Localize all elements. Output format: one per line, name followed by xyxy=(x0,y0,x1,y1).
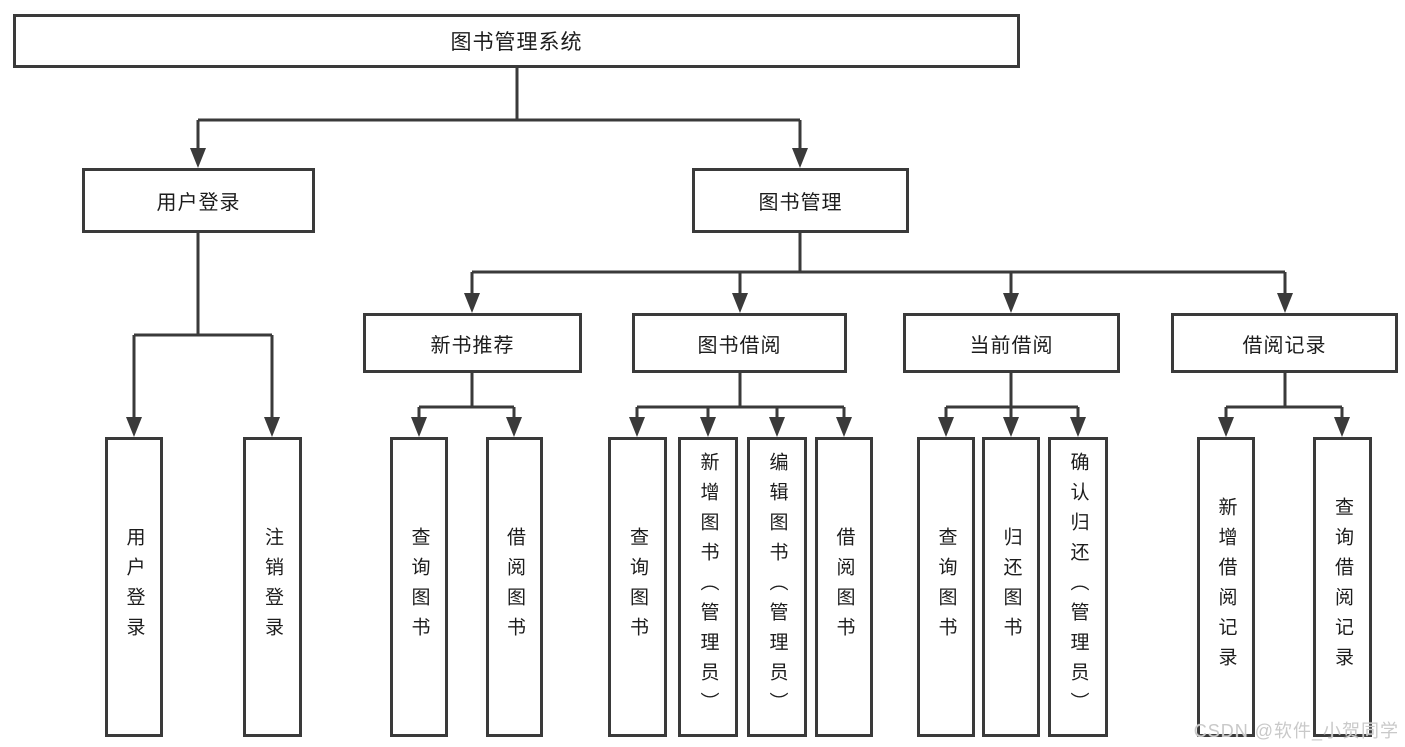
leaf-label: 新增图书（管理员） xyxy=(697,452,719,722)
leaf-label: 注销登录 xyxy=(262,527,283,647)
node-new-book-recommendation: 新书推荐 xyxy=(363,313,582,373)
node-book-borrowing: 图书借阅 xyxy=(632,313,847,373)
leaf-label: 编辑图书（管理员） xyxy=(766,452,788,722)
leaf-label: 借阅图书 xyxy=(833,527,855,647)
leaf-label: 查询借阅记录 xyxy=(1332,497,1353,677)
node-user-login: 用户登录 xyxy=(82,168,315,233)
leaf-label: 新增借阅记录 xyxy=(1215,497,1237,677)
leaf-label: 确认归还（管理员） xyxy=(1067,452,1089,722)
leaf-query-books-current: 查询图书 xyxy=(917,437,975,737)
arrowheads xyxy=(126,148,1350,437)
leaf-label: 查询图书 xyxy=(935,527,957,647)
leaf-query-borrow-record: 查询借阅记录 xyxy=(1313,437,1372,737)
leaf-add-borrow-record: 新增借阅记录 xyxy=(1197,437,1255,737)
leaf-edit-book-admin: 编辑图书（管理员） xyxy=(747,437,807,737)
csdn-watermark: CSDN @软件_小贺同学 xyxy=(1193,721,1399,741)
node-book-management: 图书管理 xyxy=(692,168,909,233)
node-borrowing-records: 借阅记录 xyxy=(1171,313,1398,373)
leaf-label: 查询图书 xyxy=(627,527,648,647)
leaf-query-books-borrow: 查询图书 xyxy=(608,437,667,737)
node-current-borrowing: 当前借阅 xyxy=(903,313,1120,373)
node-library-management-system: 图书管理系统 xyxy=(13,14,1020,68)
leaf-borrow-books-recommend: 借阅图书 xyxy=(486,437,543,737)
leaf-add-book-admin: 新增图书（管理员） xyxy=(678,437,738,737)
leaf-user-login: 用户登录 xyxy=(105,437,163,737)
leaf-query-books-recommend: 查询图书 xyxy=(390,437,448,737)
leaf-label: 借阅图书 xyxy=(504,527,525,647)
leaf-confirm-return-admin: 确认归还（管理员） xyxy=(1048,437,1108,737)
leaf-logout: 注销登录 xyxy=(243,437,302,737)
leaf-label: 查询图书 xyxy=(408,527,430,647)
leaf-label: 用户登录 xyxy=(123,527,145,647)
leaf-return-books: 归还图书 xyxy=(982,437,1040,737)
leaf-borrow-books: 借阅图书 xyxy=(815,437,873,737)
leaf-label: 归还图书 xyxy=(1000,527,1022,647)
